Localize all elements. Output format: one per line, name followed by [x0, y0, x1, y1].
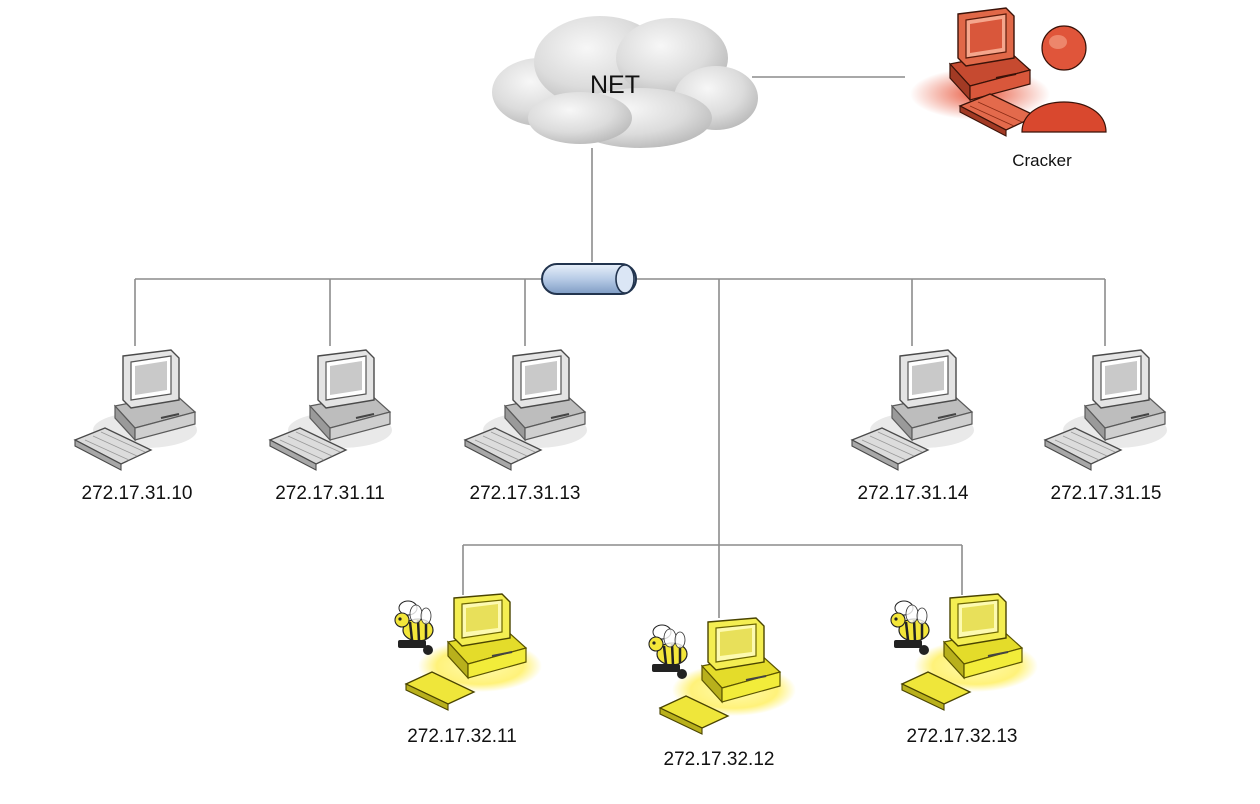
honeypot-computer-icon	[889, 592, 1040, 712]
honeypot-node: 272.17.32.13	[889, 592, 1040, 747]
attacker-computer-icon	[909, 7, 1107, 137]
honeypot-ip-label: 272.17.32.12	[664, 749, 775, 770]
network-wires	[134, 76, 1106, 618]
host-ip-label: 272.17.31.11	[275, 483, 385, 504]
computer-icon	[74, 349, 198, 471]
honeypot-ip-label: 272.17.32.11	[407, 726, 517, 747]
honeypot-ip-label: 272.17.32.13	[907, 726, 1018, 747]
computer-icon	[269, 349, 393, 471]
network-switch	[541, 263, 637, 295]
host-ip-label: 272.17.31.10	[82, 483, 193, 504]
cloud-icon	[492, 16, 758, 148]
host-ip-label: 272.17.31.15	[1051, 483, 1162, 504]
honeypot-group: 272.17.32.11 272.17.32.12 272.17.32.13	[393, 592, 1040, 770]
host-node: 272.17.31.14	[851, 349, 975, 504]
host-node: 272.17.31.10	[74, 349, 198, 504]
host-ip-label: 272.17.31.14	[858, 483, 969, 504]
honeypot-node: 272.17.32.11	[393, 592, 544, 747]
honeypot-node: 272.17.32.12	[647, 616, 798, 770]
host-node: 272.17.31.11	[269, 349, 393, 504]
net-cloud: NET	[492, 16, 758, 148]
computer-icon	[464, 349, 588, 471]
computer-icon	[1044, 349, 1168, 471]
computer-icon	[851, 349, 975, 471]
cloud-label: NET	[590, 71, 640, 99]
host-node: 272.17.31.13	[464, 349, 588, 504]
host-node: 272.17.31.15	[1044, 349, 1168, 504]
switch-icon	[541, 263, 637, 295]
honeypot-computer-icon	[393, 592, 544, 712]
host-group: 272.17.31.10 272.17.31.11 272.17.31.13 2…	[74, 349, 1168, 504]
honeypot-computer-icon	[647, 616, 798, 736]
attacker-label: Cracker	[1012, 151, 1072, 170]
attacker-node: Cracker	[909, 7, 1107, 170]
host-ip-label: 272.17.31.13	[470, 483, 581, 504]
